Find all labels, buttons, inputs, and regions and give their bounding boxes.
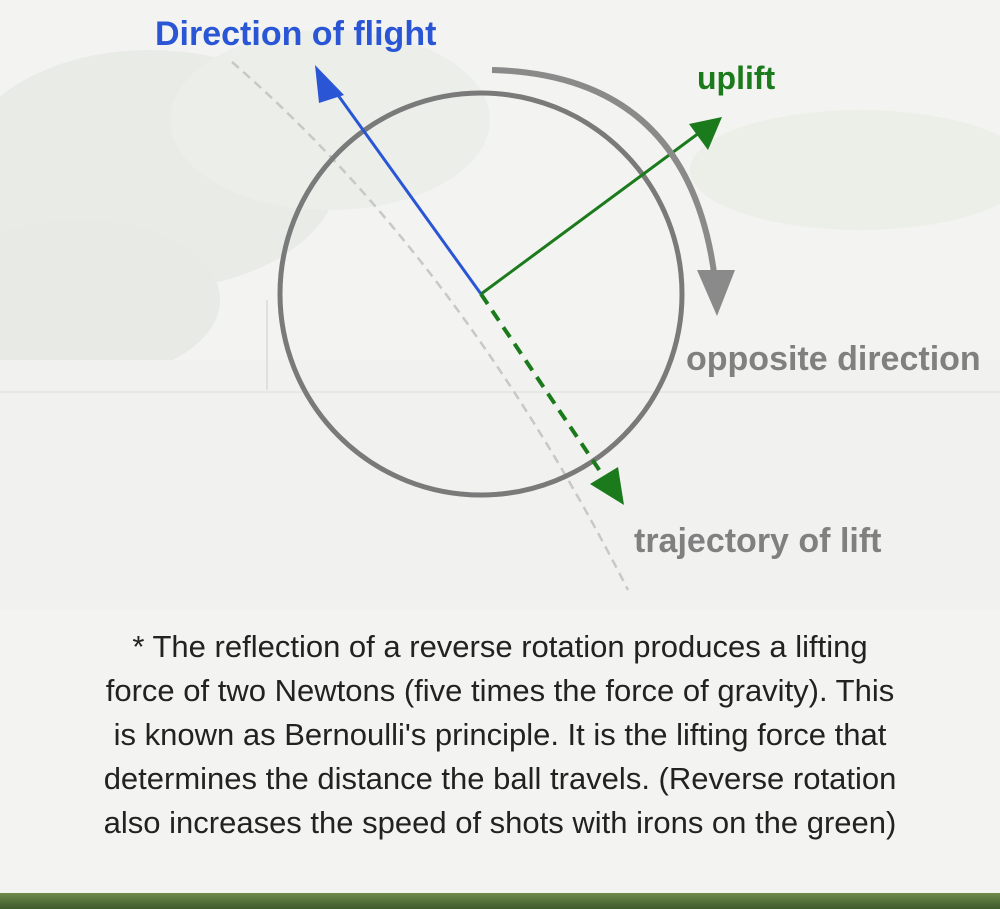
uplift-label: uplift — [697, 60, 776, 96]
uplift-arrowhead — [689, 117, 722, 150]
direction-of-flight-arrowhead — [315, 65, 344, 103]
ball-circle — [277, 90, 685, 498]
caption-line: * The reflection of a reverse rotation p… — [132, 629, 868, 664]
uplift-arrow — [480, 128, 704, 296]
caption-line: determines the distance the ball travels… — [103, 761, 897, 796]
flight-path-curve — [231, 61, 630, 591]
trajectory-of-lift-arrowhead — [590, 467, 624, 505]
direction-of-flight-arrow — [328, 83, 483, 295]
caption: * The reflection of a reverse rotation p… — [10, 625, 990, 845]
rotation-arrow — [491, 67, 718, 281]
direction-of-flight-label: Direction of flight — [155, 15, 437, 53]
opposite-direction-label: opposite direction — [686, 340, 981, 378]
rotation-arrowhead — [697, 270, 735, 316]
caption-line: force of two Newtons (five times the for… — [105, 673, 895, 708]
grass-strip — [0, 893, 1000, 909]
trajectory-of-lift-arrow — [479, 292, 608, 482]
trajectory-of-lift-label: trajectory of lift — [634, 522, 882, 560]
caption-line: also increases the speed of shots with i… — [103, 805, 897, 840]
caption-line: is known as Bernoulli's principle. It is… — [113, 717, 887, 752]
